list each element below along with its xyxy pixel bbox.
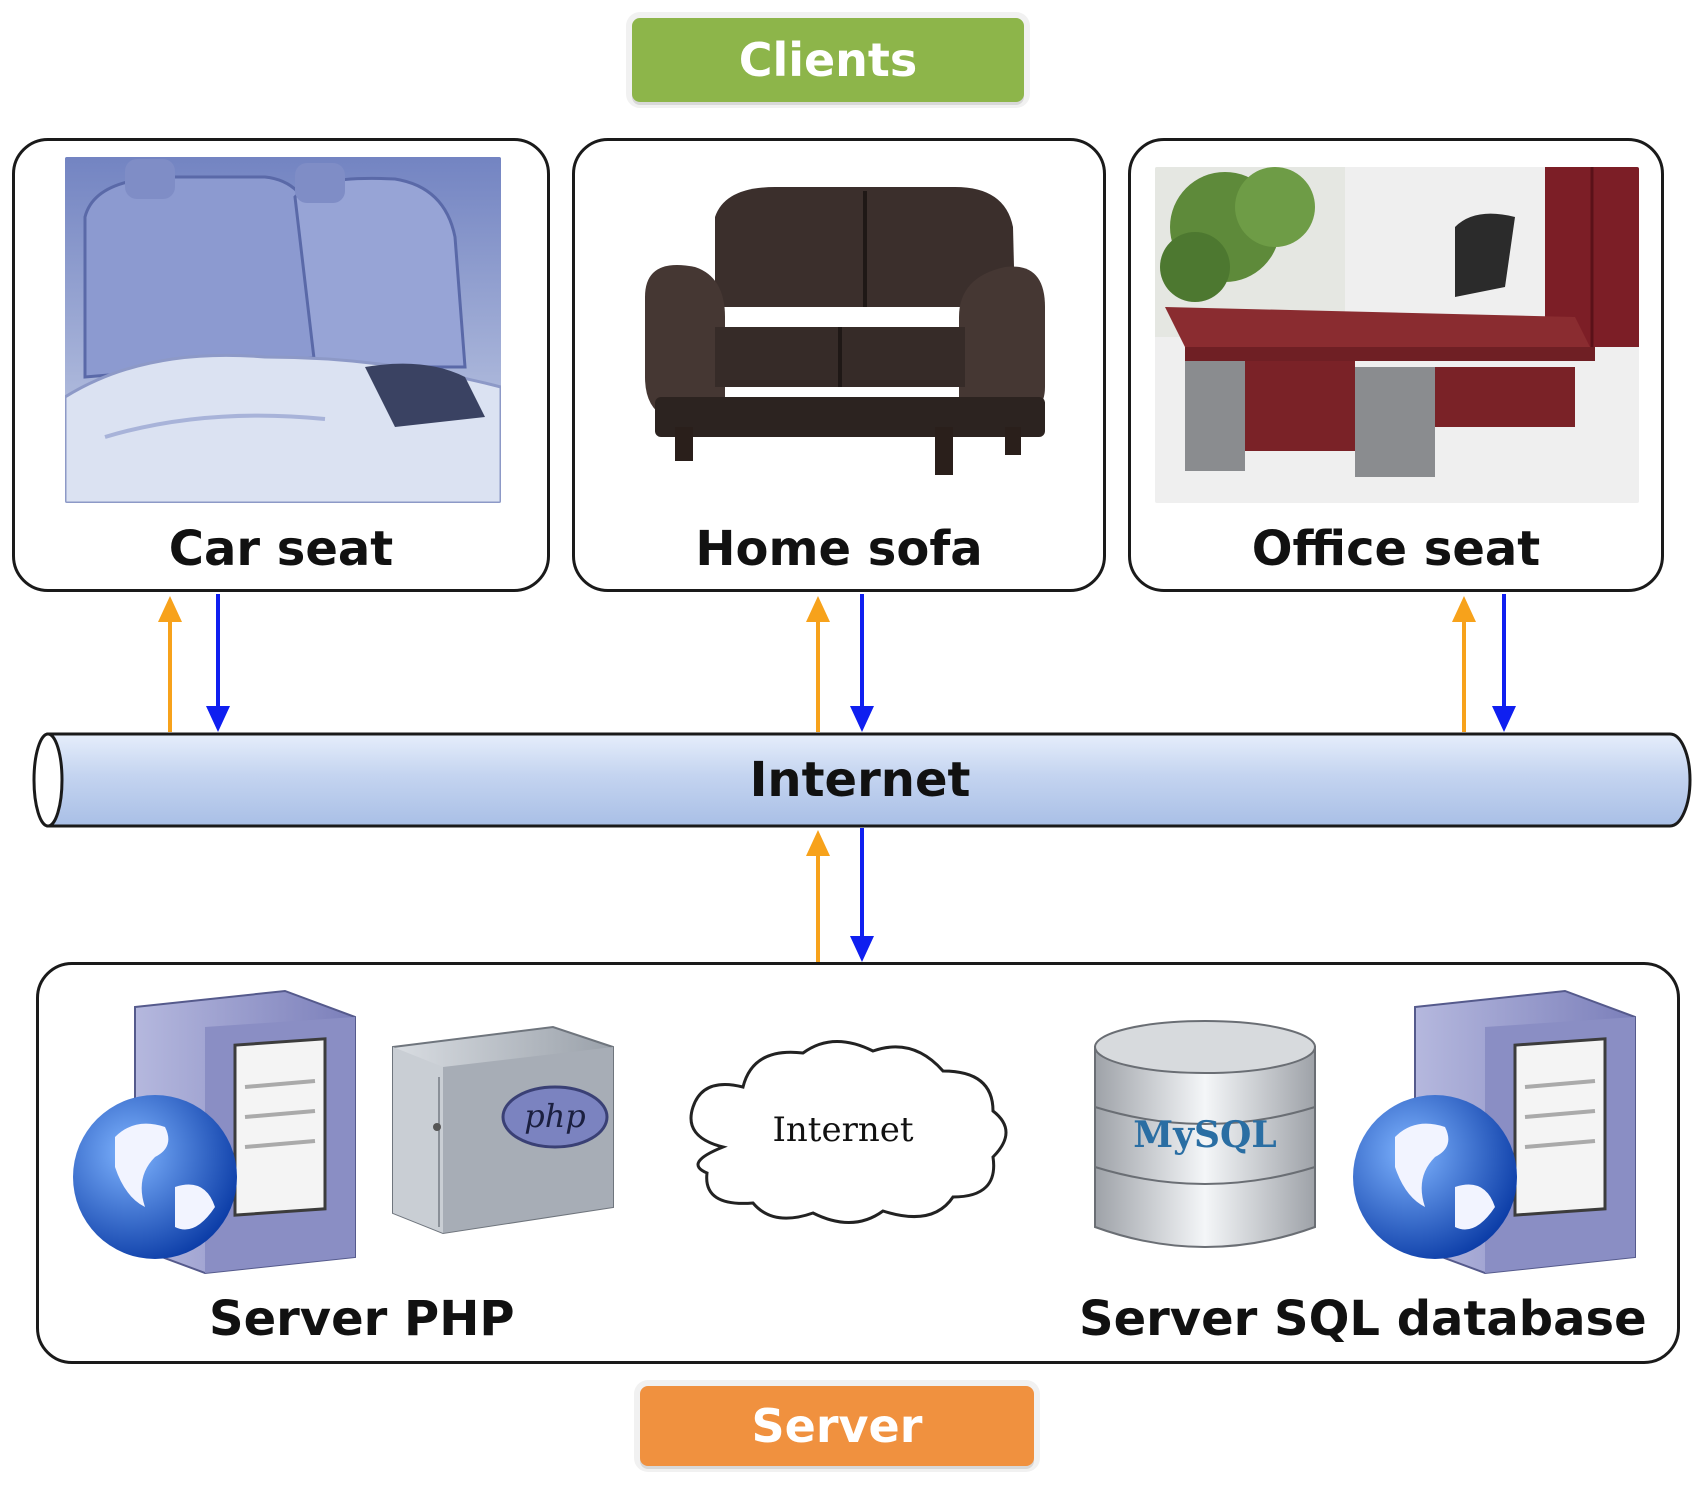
clients-title: Clients [738, 33, 918, 87]
mysql-badge-text: MySQL [1133, 1114, 1276, 1156]
office-seat-down-arrowhead [1492, 706, 1516, 732]
car-seat-down-arrowhead [206, 706, 230, 732]
sql-server-tower-icon [1353, 989, 1636, 1275]
internet-pipe [32, 732, 1692, 828]
server-php-label: Server PHP [209, 1291, 515, 1347]
mysql-database-icon: MySQL [1094, 1020, 1316, 1248]
car-seat-up-arrowhead [158, 596, 182, 622]
home-sofa-down-arrowhead [850, 706, 874, 732]
internet-pipe-label: Internet [749, 752, 971, 808]
server-title-badge: Server [640, 1386, 1034, 1466]
home-sofa-image [615, 157, 1069, 503]
office-seat-arrows [1452, 594, 1516, 732]
server-up-arrowhead [806, 830, 830, 856]
client-home-sofa: Home sofa [572, 138, 1106, 592]
home-sofa-up-arrowhead [806, 596, 830, 622]
clients-title-badge: Clients [632, 18, 1024, 102]
office-seat-image [1155, 167, 1639, 503]
client-car-seat: Car seat [12, 138, 550, 592]
php-box-icon: php [392, 1025, 614, 1235]
client-office-seat: Office seat [1128, 138, 1664, 592]
server-down-arrowhead [850, 936, 874, 962]
php-server-tower-icon [73, 989, 356, 1275]
car-seat-label: Car seat [168, 521, 394, 577]
car-seat-arrows [158, 594, 230, 732]
office-seat-up-arrowhead [1452, 596, 1476, 622]
internet-cloud-icon: Internet [689, 1040, 1008, 1224]
server-arrows [806, 828, 874, 962]
php-badge-text: php [524, 1097, 586, 1135]
home-sofa-arrows [806, 594, 874, 732]
car-seat-image [65, 157, 501, 503]
server-title: Server [751, 1399, 923, 1453]
server-sql-label: Server SQL database [1079, 1291, 1647, 1347]
server-box: php Internet MySQL [36, 962, 1680, 1364]
office-seat-label: Office seat [1251, 521, 1541, 577]
home-sofa-label: Home sofa [695, 521, 983, 577]
cloud-label-text: Internet [772, 1110, 913, 1150]
